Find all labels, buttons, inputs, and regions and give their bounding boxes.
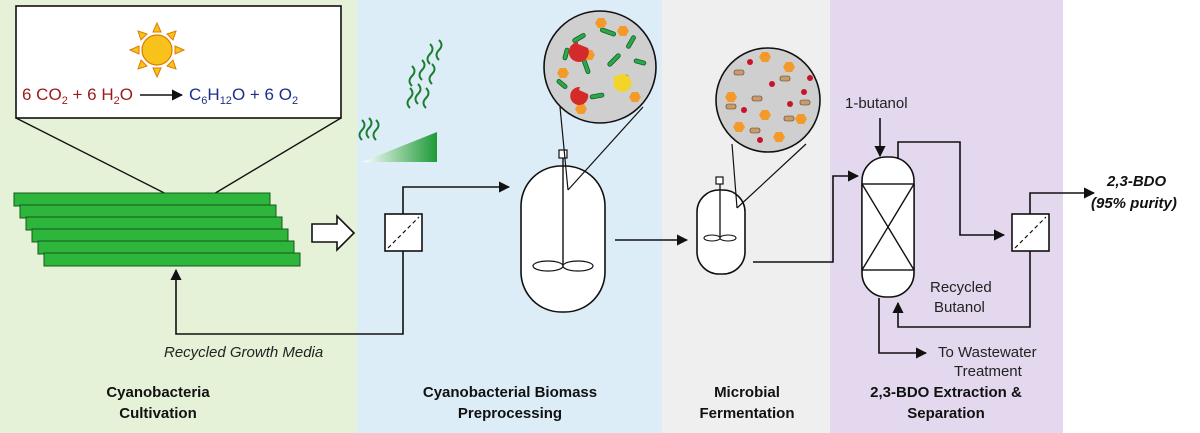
flow-line-filter-to-reactor [402,181,511,214]
stage-title-fermentation-2: Fermentation [699,405,794,422]
stage-title-fermentation-1: Microbial [714,384,780,401]
stage-title-preprocessing-1: Cyanobacterial Biomass [423,384,597,401]
stage-title-separation-2: Separation [907,405,985,422]
flow-line-product [1029,187,1096,214]
flow-line-to-column [753,170,860,263]
flow-line-recycled-butanol [892,251,1031,328]
stage-title-preprocessing-2: Preprocessing [458,405,562,422]
wastewater-label-2: Treatment [954,363,1023,380]
stage-title-cultivation-1: Cyanobacteria [106,384,210,401]
recycle-media-line [170,250,404,335]
cultivation-ponds [13,192,301,267]
equation-reactants: 6 CO2 + 6 H2O [22,85,133,107]
callout-line-right [191,117,342,208]
recycled-butanol-label-2: Butanol [934,299,985,316]
butanol-input-label: 1-butanol [845,95,908,112]
fermenter-vessel [696,189,746,275]
sun-icon [128,21,186,79]
stage-title-separation-1: 2,3-BDO Extraction & [870,384,1022,401]
flow-line-wastewater [878,298,928,359]
stage-title-cultivation-2: Cultivation [119,405,197,422]
equation-products: C6H12O + 6 O2 [189,85,298,107]
light-waves-icon [358,39,443,141]
wastewater-label-1: To Wastewater [938,344,1037,361]
fermentation-cells [725,52,813,143]
hollow-arrow-icon [311,214,356,252]
flow-line-column-to-filter [897,141,1006,241]
light-gradient-wedge [362,132,437,162]
product-purity-label: (95% purity) [1091,195,1177,212]
biomass-cells [556,18,647,114]
callout-line-left [15,117,193,208]
recycled-media-label: Recycled Growth Media [164,344,323,361]
product-label: 2,3-BDO [1106,173,1167,190]
recycled-butanol-label-1: Recycled [930,279,992,296]
